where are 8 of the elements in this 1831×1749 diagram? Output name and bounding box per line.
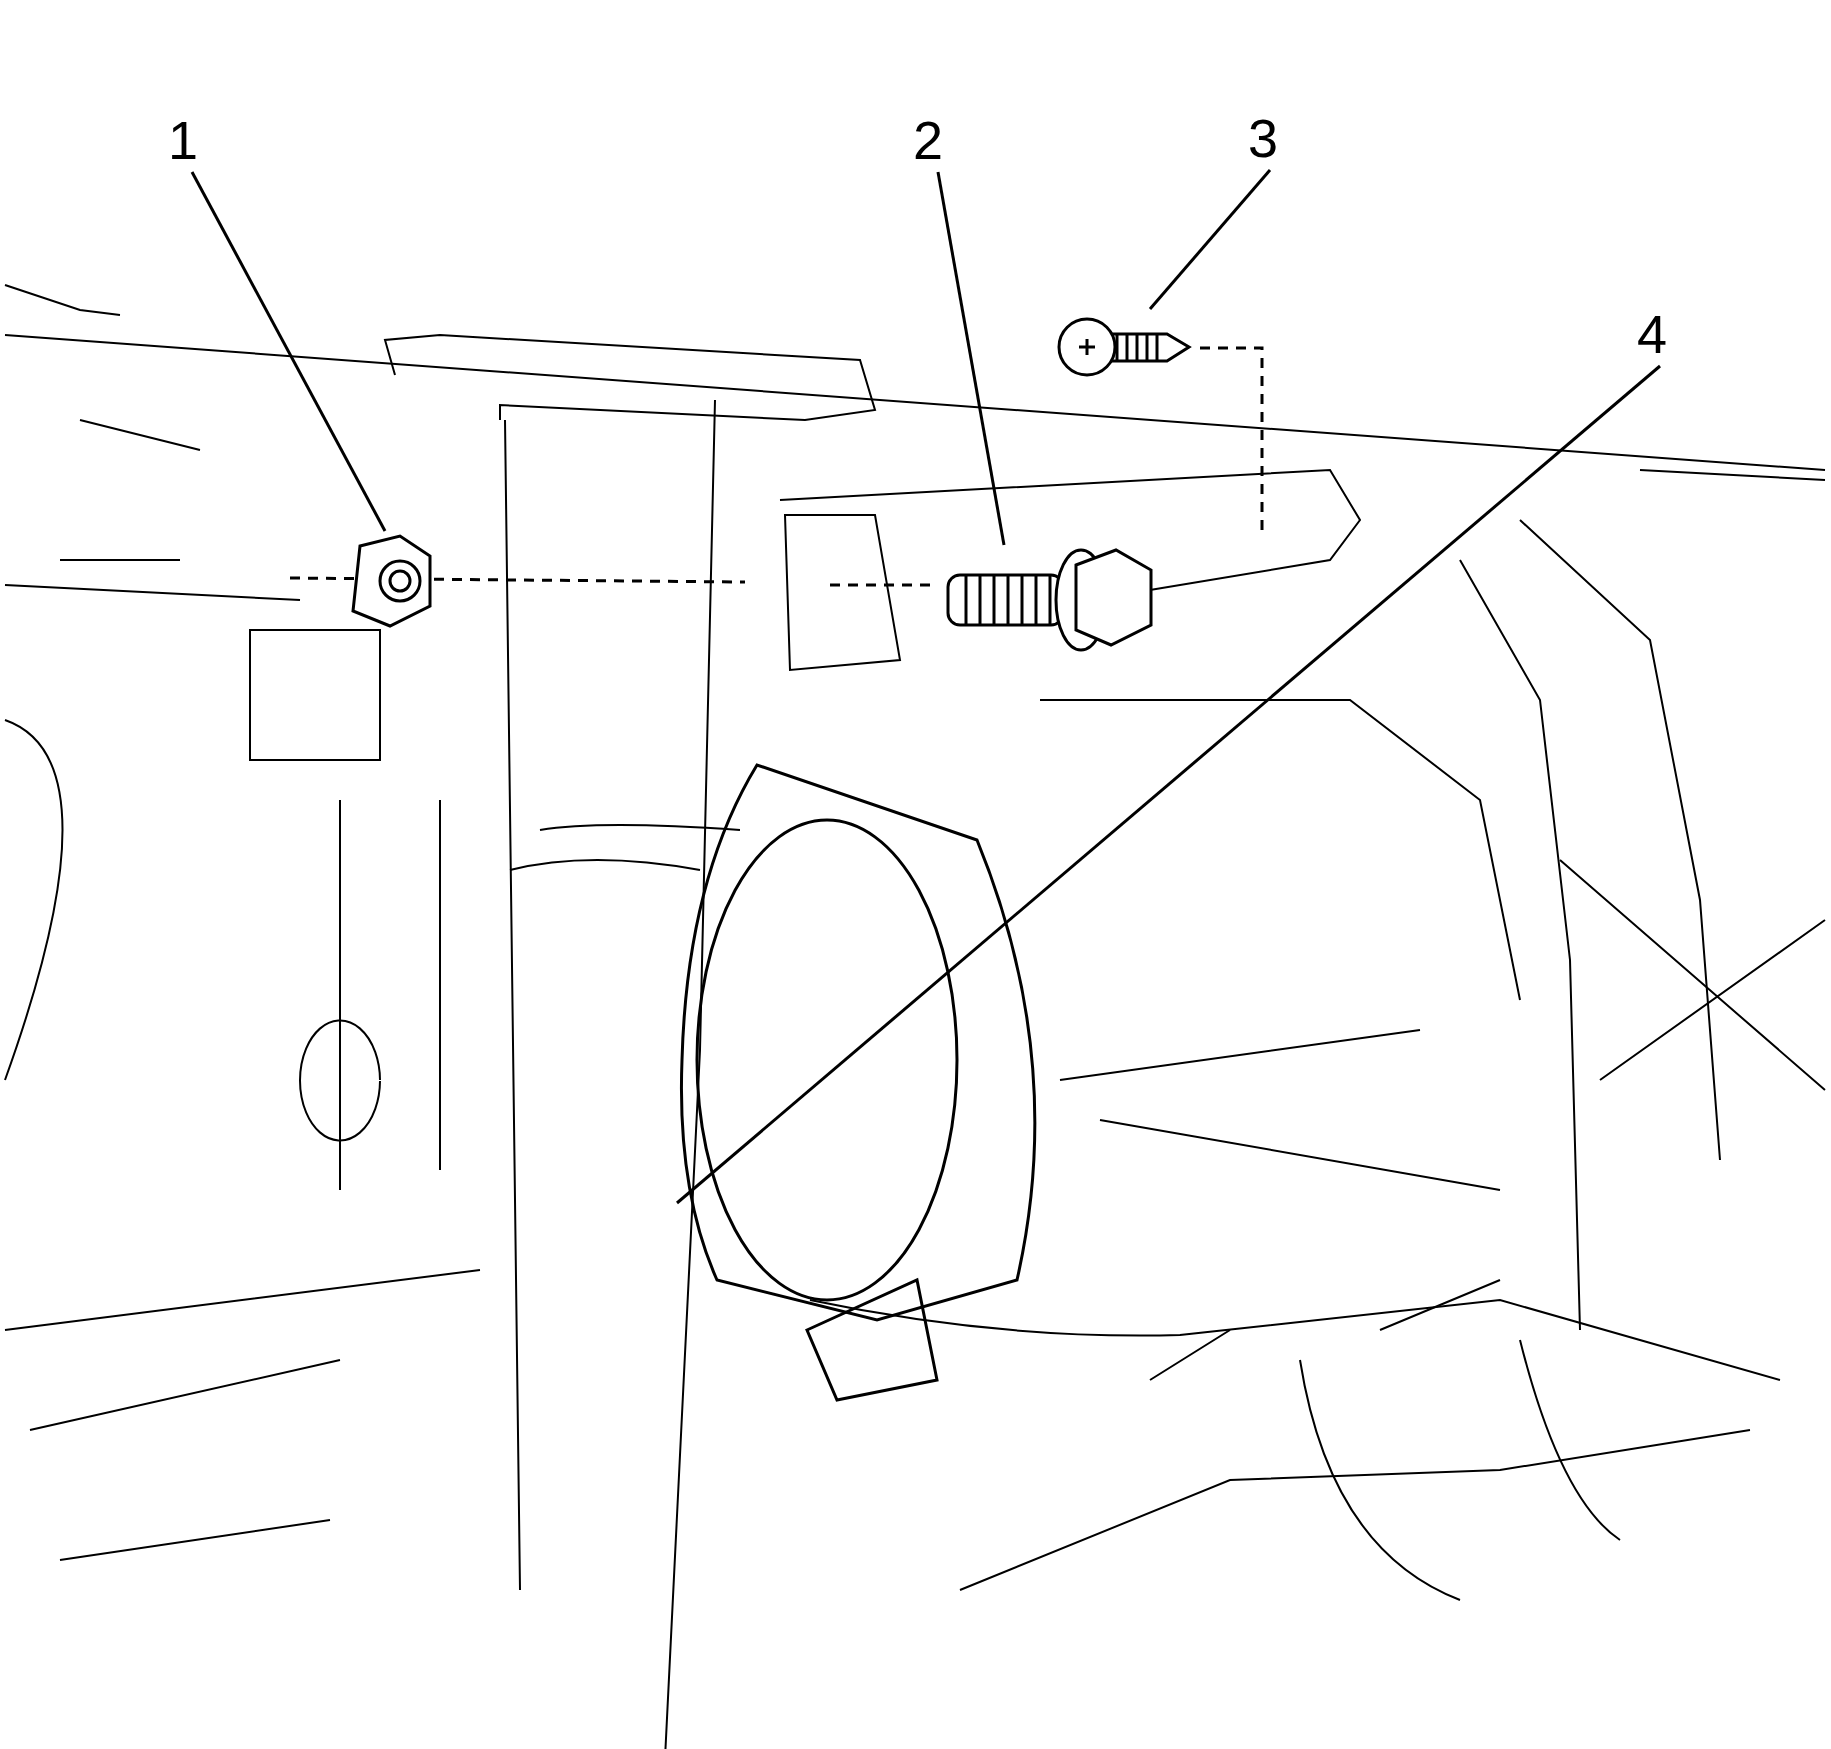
callout-number: 3 xyxy=(1248,110,1288,168)
leader-line xyxy=(676,364,1661,1205)
leader-line xyxy=(1148,169,1272,310)
leader-line xyxy=(936,171,1006,546)
callout-number: 2 xyxy=(913,112,953,170)
callout-number: 4 xyxy=(1637,306,1677,364)
leader-line xyxy=(190,171,387,532)
callout-number: 1 xyxy=(168,112,208,170)
